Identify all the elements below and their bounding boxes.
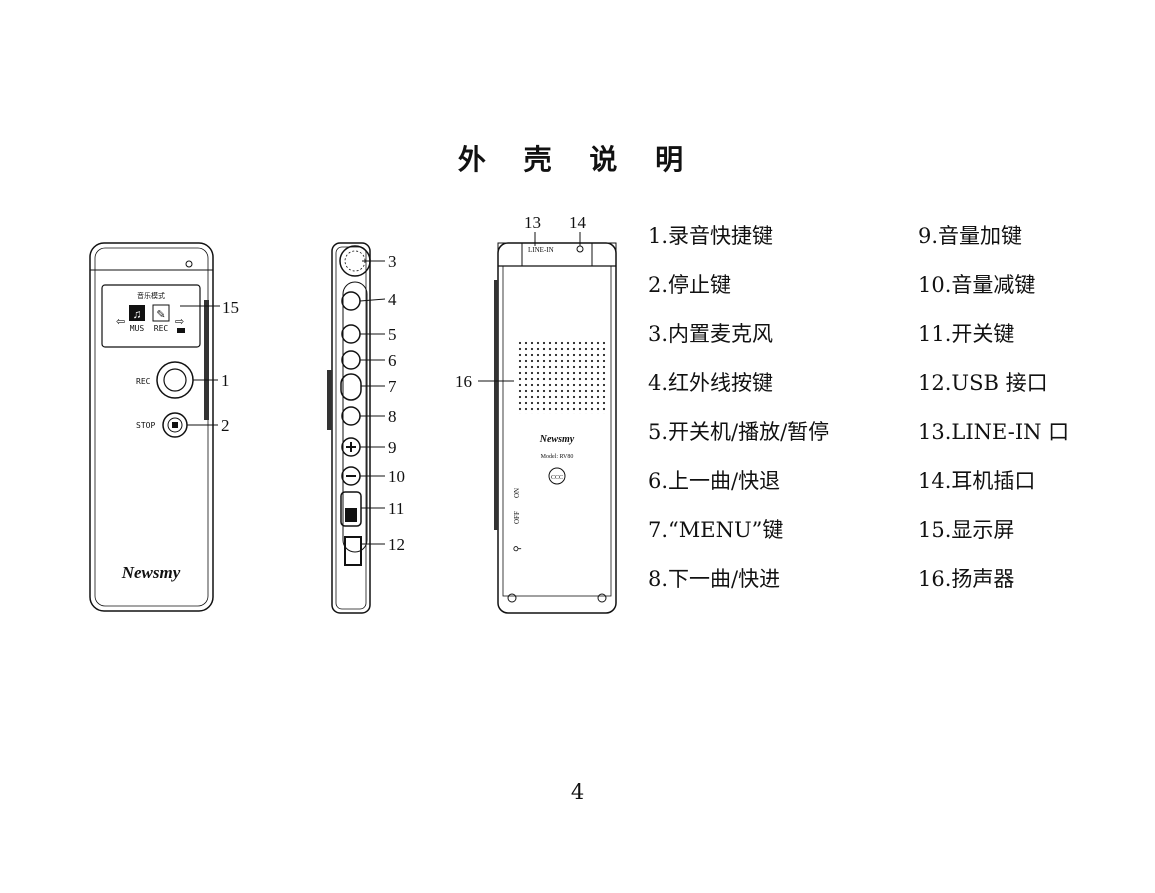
stop-label: STOP: [136, 421, 155, 430]
legend-item: 1.录音快捷键: [648, 224, 774, 248]
back-view: LINE-IN Newsmy Model: RV80 CCC OFF ON ⚲: [478, 232, 617, 614]
legend-column-1: 1.录音快捷键 2.停止键 3.内置麦克风 4.红外线按键 5.开关机/播放/暂…: [648, 222, 829, 614]
legend-item: 9.音量加键: [918, 224, 1023, 248]
legend-item: 15.显示屏: [918, 518, 1015, 542]
callout-10: 10: [388, 467, 405, 486]
legend-item: 4.红外线按键: [648, 371, 774, 395]
display-screen: [101, 284, 201, 348]
back-brand: Newsmy: [539, 434, 575, 445]
callout-4: 4: [388, 290, 397, 309]
rec-label: REC: [136, 377, 151, 386]
legend-column-2: 9.音量加键 10.音量减键 11.开关键 12.USB 接口 13.LINE-…: [918, 222, 1069, 614]
screen-title: 音乐模式: [137, 291, 165, 300]
play-button: [341, 324, 361, 344]
side-view: [327, 242, 386, 614]
legend-item: 13.LINE-IN 口: [918, 420, 1070, 444]
callout-3: 3: [388, 252, 397, 271]
svg-text:CCC: CCC: [551, 475, 563, 481]
legend-item: 7.“MENU”键: [648, 518, 784, 542]
brand-logo: Newsmy: [121, 563, 181, 582]
menu-button: [340, 373, 362, 401]
callout-12: 12: [388, 535, 405, 554]
legend-item: 3.内置麦克风: [648, 322, 774, 346]
ir-button: [341, 291, 361, 311]
ccc-mark: [548, 467, 566, 485]
model-label: Model: RV80: [541, 454, 574, 460]
front-view: 音乐模式 ♫ ✎ MUS REC ⇦ ⇨ REC STOP Newsmy: [89, 242, 220, 612]
callout-5: 5: [388, 325, 397, 344]
legend-item: 6.上一曲/快退: [648, 469, 781, 493]
callout-2: 2: [221, 416, 230, 435]
arrow-left-icon: ⇦: [116, 316, 125, 328]
svg-text:✎: ✎: [156, 309, 165, 321]
legend-item: 12.USB 接口: [918, 371, 1048, 395]
legend-item: 2.停止键: [648, 273, 732, 297]
legend-item: 8.下一曲/快进: [648, 567, 781, 591]
rec-button: [156, 361, 194, 399]
prev-button: [341, 350, 361, 370]
callout-11: 11: [388, 499, 404, 518]
page-number: 4: [570, 780, 585, 804]
power-switch: [340, 491, 362, 527]
callout-6: 6: [388, 351, 397, 370]
on-label: ON: [513, 488, 521, 498]
usb-icon: ⚲: [512, 545, 522, 552]
callout-16: 16: [455, 372, 472, 391]
callout-8: 8: [388, 407, 397, 426]
headphone-jack: [576, 245, 584, 253]
callout-9: 9: [388, 438, 397, 457]
battery-icon: [177, 328, 185, 333]
line-in-label: LINE-IN: [528, 246, 554, 254]
legend-item: 10.音量减键: [918, 273, 1036, 297]
callout-14: 14: [569, 213, 587, 232]
legend-item: 16.扬声器: [918, 567, 1015, 591]
callout-1: 1: [221, 371, 230, 390]
usb-port: [344, 536, 362, 566]
legend-item: 5.开关机/播放/暂停: [648, 420, 830, 444]
off-label: OFF: [513, 511, 521, 524]
speaker-grille: [517, 340, 607, 414]
arrow-right-icon: ⇨: [175, 316, 184, 328]
svg-text:♫: ♫: [133, 307, 142, 321]
page-title: 外 壳 说 明: [457, 143, 698, 176]
legend-item: 11.开关键: [918, 322, 1015, 346]
callout-13: 13: [524, 213, 541, 232]
legend-item: 14.耳机插口: [918, 469, 1036, 493]
screen-mus: MUS: [130, 324, 145, 333]
callout-7: 7: [388, 377, 397, 396]
next-button: [341, 406, 361, 426]
callout-15: 15: [222, 298, 239, 317]
screen-rec: REC: [154, 324, 169, 333]
